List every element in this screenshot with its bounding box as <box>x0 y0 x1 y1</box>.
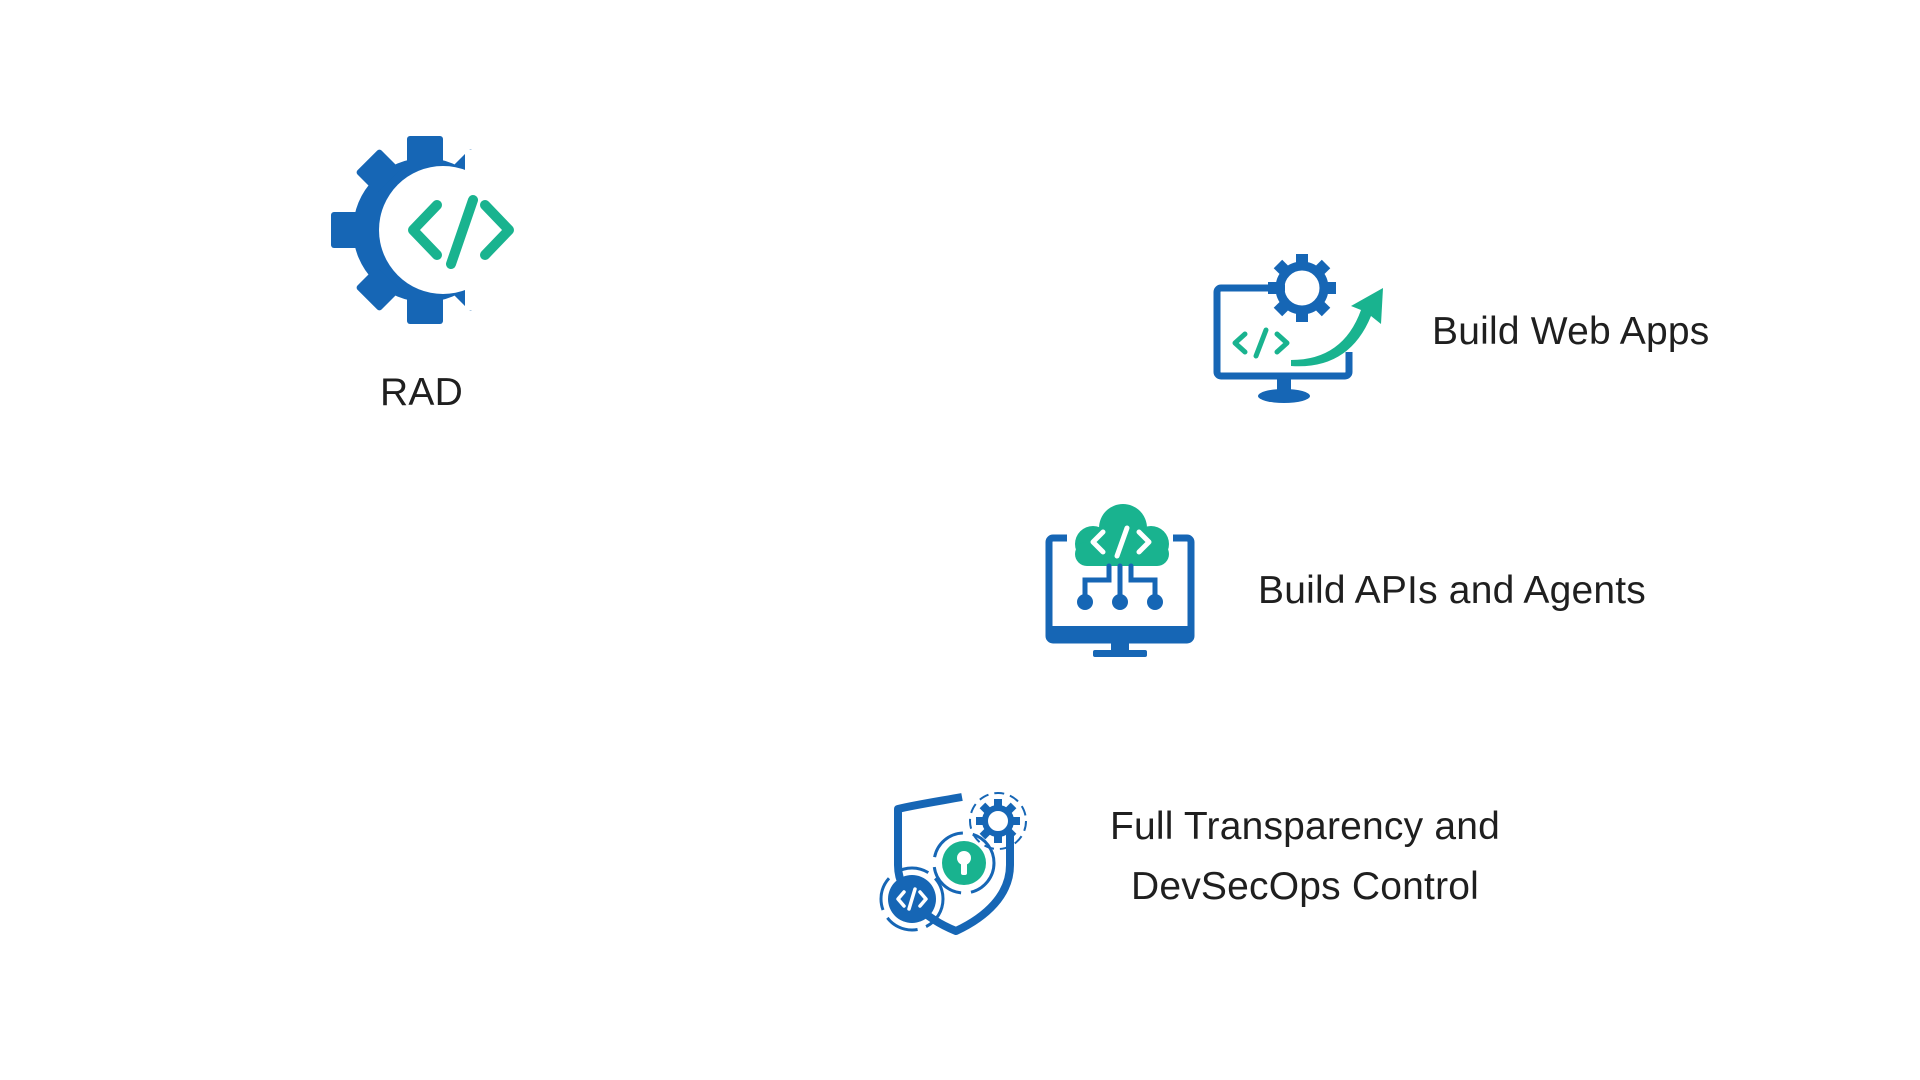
node-label-line: Full Transparency and <box>1109 805 1501 848</box>
monitor-gear-arrow-icon <box>1213 248 1390 408</box>
gear-code-icon <box>325 130 545 330</box>
cloud-monitor-icon <box>1045 502 1195 660</box>
node-label-line: DevSecOps Control <box>1130 865 1480 908</box>
node-label-apis-agents: Build APIs and Agents <box>1258 569 1646 612</box>
shield-lock-icon <box>878 785 1030 937</box>
node-label-devsecops: Full Transparency and DevSecOps Control <box>1085 797 1525 917</box>
node-label-rad: RAD <box>380 371 463 414</box>
node-label-web-apps: Build Web Apps <box>1432 310 1710 353</box>
